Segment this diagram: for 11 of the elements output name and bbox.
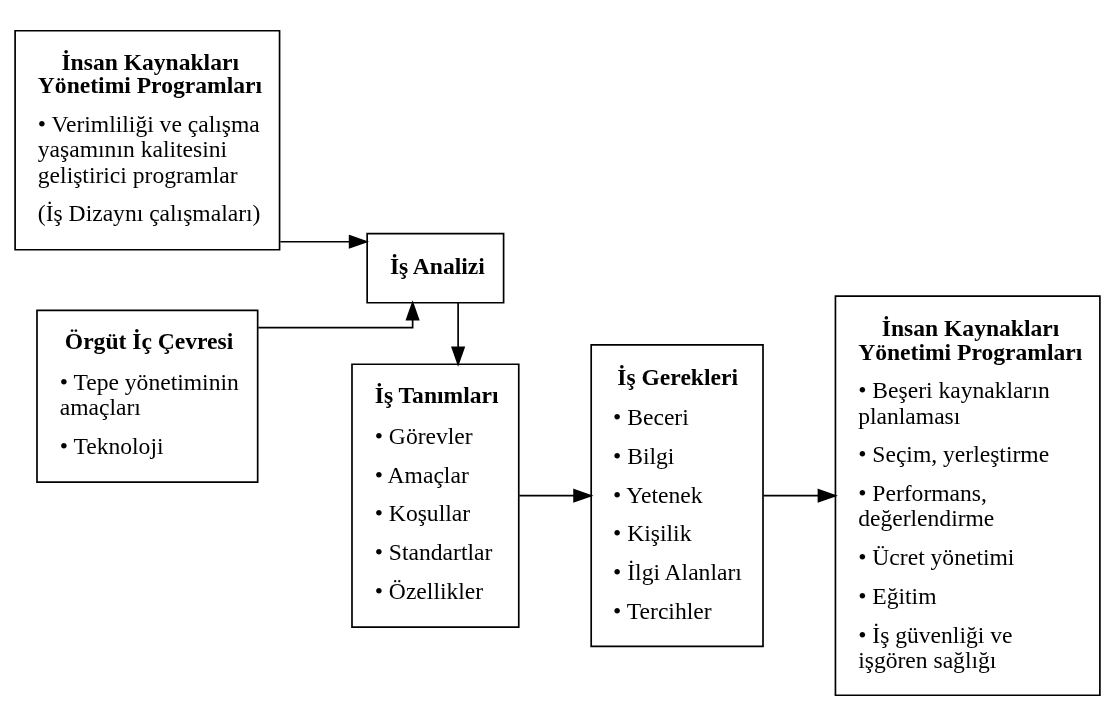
node-box: İş Gerekleri • Beceri • Bilgi • Yetenek • Kişilik • İlgi Alanları • Tercihler bbox=[590, 343, 764, 647]
arrow bbox=[257, 299, 420, 328]
node-box: İnsan Kaynakları Yönetimi Programları • Beşeri kaynakların planlaması • Seçim, yerleştirme • Performans, değerlendirme • Ücret yönetimi • Eğitim • İş güvenliği ve işgören sağlığı bbox=[834, 294, 1101, 696]
node-box: İnsan Kaynakları Yönetimi Programları • Verimliliği ve çalışma yaşamının kalitesini geliştirici programlar (İş Dizaynı çalışmaları) bbox=[14, 29, 281, 251]
arrow bbox=[518, 488, 594, 503]
node-box: İş Tanımları • Görevler • Amaçlar • Koşullar • Standartlar • Özellikler bbox=[351, 362, 520, 628]
arrow bbox=[279, 234, 370, 249]
arrow bbox=[451, 301, 466, 367]
node-box: İş Analizi bbox=[366, 232, 505, 304]
arrow bbox=[762, 488, 838, 503]
node-box: Örgüt İç Çevresi • Tepe yönetiminin amaçları • Teknoloji bbox=[36, 309, 259, 483]
